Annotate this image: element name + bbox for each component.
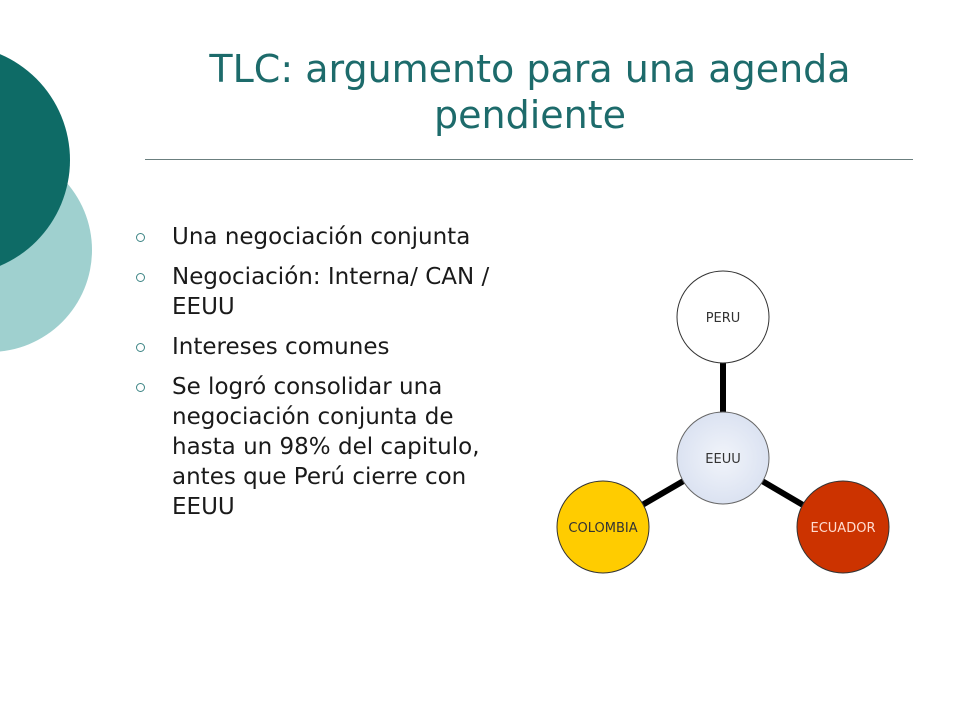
node-label-colombia: COLOMBIA	[568, 521, 637, 536]
title-divider	[145, 159, 913, 160]
node-circle-ecuador	[796, 480, 890, 574]
ring-bullet-icon	[136, 343, 145, 352]
hub-label-eeuu: EEUU	[705, 452, 740, 467]
dark-teal-circle	[0, 54, 70, 266]
ring-bullet-icon	[136, 233, 145, 242]
decorative-circles	[0, 54, 92, 352]
bullet-item: Una negociación conjunta	[130, 222, 500, 252]
node-label-peru: PERU	[706, 311, 741, 326]
node-circle-colombia	[556, 480, 650, 574]
node-label-ecuador: ECUADOR	[811, 521, 876, 536]
page-title: TLC: argumento para una agenda pendiente	[209, 47, 851, 137]
ring-bullet-icon	[136, 383, 145, 392]
bullet-item: Negociación: Interna/ CAN / EEUU	[130, 262, 500, 322]
hub-circle-eeuu	[676, 411, 770, 505]
bullet-text: Negociación: Interna/ CAN / EEUU	[172, 264, 490, 320]
bullet-text: Se logró consolidar una negociación conj…	[172, 374, 480, 520]
bullet-text: Intereses comunes	[172, 334, 390, 360]
node-circle-peru	[676, 270, 770, 364]
hub-spoke-diagram: PERU COLOMBIA ECUADOR EEUU	[556, 270, 890, 574]
bullet-item: Intereses comunes	[130, 332, 500, 362]
ring-bullet-icon	[136, 273, 145, 282]
bullet-item: Se logró consolidar una negociación conj…	[130, 372, 500, 522]
bullet-list: Una negociación conjunta Negociación: In…	[130, 222, 500, 532]
bullet-text: Una negociación conjunta	[172, 224, 471, 250]
